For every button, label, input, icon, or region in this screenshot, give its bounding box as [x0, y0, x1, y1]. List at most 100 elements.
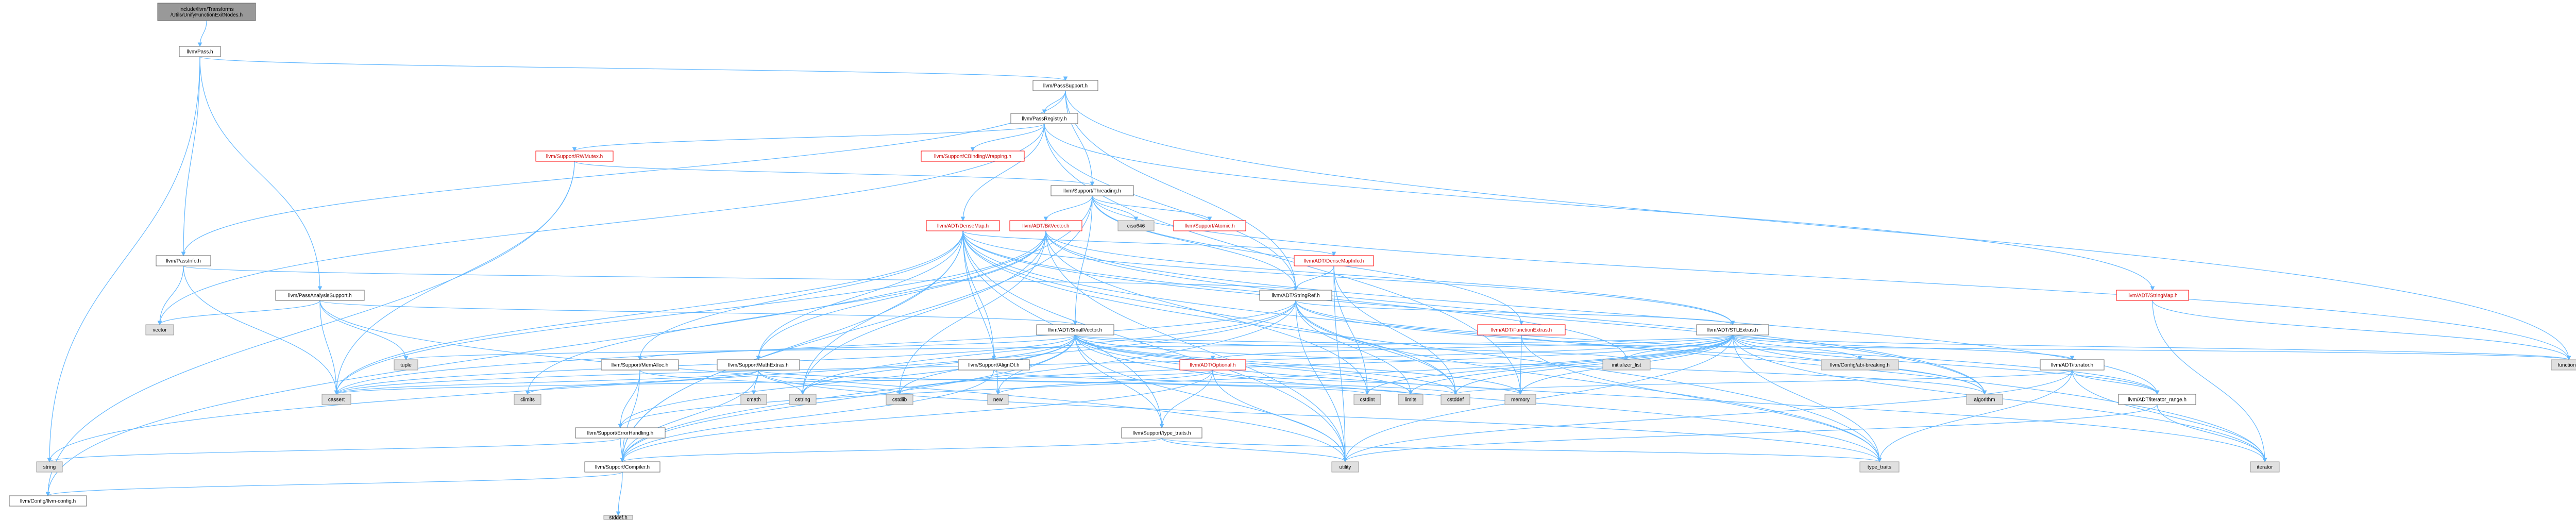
- edge-smallvector-to-cstddef: [1075, 334, 1456, 395]
- node-label: stddef.h: [609, 515, 628, 520]
- node-box: [2118, 394, 2196, 405]
- edge-threading-to-smallvector: [1075, 195, 1093, 325]
- node-box: [1009, 220, 1082, 231]
- edge-arrowhead-typetraits-to-compiler: [620, 458, 625, 463]
- edge-passregistry-to-vector: [159, 123, 1045, 325]
- node-box: [1117, 220, 1155, 231]
- edge-passregistry-to-rwmutex: [574, 123, 1045, 152]
- node-label: type_traits: [1868, 465, 1891, 471]
- node-llvmconfig[interactable]: llvm/Config/llvm-config.h: [9, 495, 87, 507]
- node-adtiterator[interactable]: llvm/ADT/iterator.h: [2040, 359, 2105, 371]
- node-label: initializer_list: [1612, 363, 1641, 368]
- node-cstring: cstring: [789, 394, 817, 405]
- edge-passsupport-to-threading: [1065, 90, 1093, 186]
- node-alignof[interactable]: llvm/Support/AlignOf.h: [958, 359, 1030, 371]
- node-stringmap[interactable]: llvm/ADT/StringMap.h: [2116, 290, 2189, 301]
- node-label: llvm/Support/Atomic.h: [1184, 224, 1234, 229]
- node-smallvector[interactable]: llvm/ADT/SmallVector.h: [1036, 324, 1114, 336]
- node-densemapinfo[interactable]: llvm/ADT/DenseMapInfo.h: [1294, 255, 1374, 266]
- node-errorhandling[interactable]: llvm/Support/ErrorHandling.h: [575, 427, 666, 439]
- edge-stlextras-to-functional: [1732, 334, 2569, 360]
- edge-alignof-to-compiler: [622, 370, 994, 462]
- edge-arrowhead-passregistry-to-cbinding: [970, 147, 975, 152]
- node-box: [740, 394, 767, 405]
- edge-optional-to-compiler: [622, 370, 1213, 462]
- node-typetraits[interactable]: llvm/Support/type_traits.h: [1121, 427, 1202, 439]
- node-threading[interactable]: llvm/Support/Threading.h: [1050, 185, 1134, 196]
- node-memalloc[interactable]: llvm/Support/MemAlloc.h: [601, 359, 679, 371]
- node-stlextras[interactable]: llvm/ADT/STLExtras.h: [1696, 324, 1769, 336]
- node-pass[interactable]: llvm/Pass.h: [179, 46, 221, 57]
- node-limits: limits: [1398, 394, 1423, 405]
- node-box: [36, 461, 63, 473]
- node-config_ab: llvm/Config/abi-breaking.h: [1821, 359, 1899, 371]
- edge-densemap-to-type_traits: [962, 230, 1880, 462]
- node-memory: memory: [1504, 394, 1536, 405]
- node-label: memory: [1511, 397, 1530, 403]
- node-optional[interactable]: llvm/ADT/Optional.h: [1179, 359, 1246, 371]
- node-box: [1036, 324, 1114, 336]
- node-iterrange[interactable]: llvm/ADT/iterator_range.h: [2118, 394, 2196, 405]
- edge-passsupport-to-functional: [1065, 90, 2569, 360]
- edge-arrowhead-passregistry-to-densemap: [960, 216, 965, 222]
- node-vector: vector: [145, 324, 174, 336]
- edge-functionextras-to-type_traits: [1521, 334, 1880, 462]
- edge-arrowhead-bitvector-to-mathextras: [756, 356, 761, 361]
- node-box: [2040, 359, 2105, 371]
- edge-pass-to-passanalysis: [199, 56, 320, 291]
- edge-passsupport-to-passinfo: [183, 90, 1066, 256]
- node-box: [603, 515, 633, 520]
- node-passregistry[interactable]: llvm/PassRegistry.h: [1010, 113, 1078, 124]
- node-label: /Utils/UnifyFunctionExitNodes.h: [171, 12, 243, 18]
- node-box: [1859, 461, 1900, 473]
- node-densemap[interactable]: llvm/ADT/DenseMap.h: [926, 220, 1000, 231]
- node-label: llvm/ADT/SmallVector.h: [1048, 328, 1102, 333]
- node-label: tuple: [400, 363, 412, 368]
- edge-compiler-to-stddef: [618, 472, 623, 516]
- edge-adtiterator-to-type_traits: [1879, 370, 2073, 462]
- node-box: [1050, 185, 1134, 196]
- node-box: [1398, 394, 1423, 405]
- edge-arrowhead-smallvector-to-memalloc: [637, 356, 642, 361]
- edge-stringref-to-utility: [1295, 300, 1346, 462]
- edge-stringmap-to-iterator: [2152, 300, 2265, 462]
- node-mathextras[interactable]: llvm/Support/MathExtras.h: [717, 359, 800, 371]
- node-label: utility: [1340, 465, 1351, 471]
- edge-rwmutex-to-threading: [574, 161, 1093, 186]
- node-label: cstddef: [1447, 397, 1464, 403]
- node-root[interactable]: include/llvm/Transforms/Utils/UnifyFunct…: [157, 3, 256, 21]
- node-cmath: cmath: [740, 394, 767, 405]
- edge-passsupport-to-stringref: [1065, 90, 1296, 291]
- node-tuple: tuple: [394, 359, 418, 371]
- node-box: [9, 495, 87, 507]
- node-box: [1602, 359, 1651, 371]
- node-stringref[interactable]: llvm/ADT/StringRef.h: [1259, 290, 1332, 301]
- node-box: [179, 46, 221, 57]
- edge-arrowhead-adtiterator-to-iterrange: [2155, 390, 2160, 395]
- edge-threading-to-atomic: [1092, 195, 1210, 221]
- node-passsupport[interactable]: llvm/PassSupport.h: [1032, 80, 1098, 91]
- edge-stlextras-to-iterrange: [1732, 334, 2158, 395]
- node-functionextras[interactable]: llvm/ADT/FunctionExtras.h: [1477, 324, 1566, 336]
- node-compiler[interactable]: llvm/Support/Compiler.h: [584, 461, 660, 473]
- node-box: [145, 324, 174, 336]
- node-cbinding[interactable]: llvm/Support/CBindingWrapping.h: [921, 150, 1025, 162]
- edge-stlextras-to-adtiterator: [1732, 334, 2073, 360]
- edges-layer: [45, 20, 2571, 516]
- edge-arrowhead-mathextras-to-limits: [1408, 390, 1413, 395]
- node-passinfo[interactable]: llvm/PassInfo.h: [156, 255, 211, 266]
- edge-passanalysis-to-vector: [159, 300, 320, 325]
- node-label: llvm/Support/type_traits.h: [1133, 431, 1191, 437]
- edge-arrowhead-passregistry-to-rwmutex: [572, 147, 577, 152]
- node-rwmutex[interactable]: llvm/Support/RWMutex.h: [535, 150, 614, 162]
- node-box: [1294, 255, 1374, 266]
- node-cstdint: cstdint: [1353, 394, 1381, 405]
- edge-arrowhead-stlextras-to-functional: [2566, 356, 2571, 361]
- node-bitvector[interactable]: llvm/ADT/BitVector.h: [1009, 220, 1082, 231]
- node-label: llvm/PassInfo.h: [166, 259, 201, 264]
- node-atomic[interactable]: llvm/Support/Atomic.h: [1173, 220, 1246, 231]
- node-box: [926, 220, 1000, 231]
- node-passanalysis[interactable]: llvm/PassAnalysisSupport.h: [275, 290, 365, 301]
- edge-iterrange-to-utility: [1345, 404, 2158, 462]
- node-label: llvm/ADT/STLExtras.h: [1707, 328, 1758, 333]
